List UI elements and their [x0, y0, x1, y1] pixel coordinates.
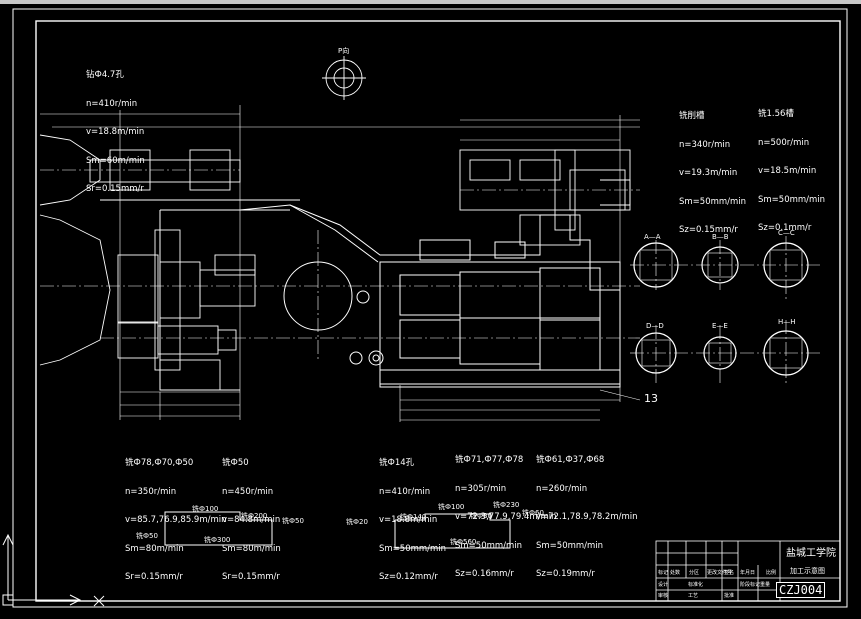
section-views	[633, 242, 809, 376]
main-housing	[159, 204, 621, 391]
title-block-cell: 审核	[658, 593, 669, 599]
window-top-edge	[0, 0, 861, 4]
note-line: 铣削槽	[679, 111, 705, 121]
center-circles	[283, 261, 384, 366]
note-line: 铣Ф50	[222, 458, 249, 468]
note-line: v=19.3m/min	[679, 168, 738, 178]
drawing-code: CZJ004	[776, 582, 826, 598]
note-top-right-b: 铣1.56槽 n=500r/min v=18.5m/min Sm=50mm/mi…	[758, 91, 825, 253]
note-line: v=72.3,77.9,79.4m/min	[455, 512, 557, 522]
note-bottom-1: 铣Ф78,Ф70,Ф50 n=350r/min v=85.7,76.9,85.9…	[125, 440, 227, 602]
sketch2-label-a: 铣Ф20	[346, 518, 368, 526]
note-line: Sm=50mm/min	[379, 543, 447, 554]
note-line: n=410r/min	[379, 486, 431, 497]
title-block-cell: 重量	[760, 582, 771, 588]
sketch2-label-c: 铣Ф100	[438, 503, 465, 511]
sketch2-label-b: 铣Ф140	[400, 513, 427, 521]
title-block-cell: 比例	[766, 570, 777, 576]
note-line: Sm=80m/min	[222, 543, 281, 554]
sketch1-label-e: 铣Ф300	[204, 536, 231, 544]
sketch2-label-f: 铣Ф60	[522, 509, 544, 517]
title-block-drawing-name: 加工示意图	[790, 567, 825, 575]
note-line: n=450r/min	[222, 486, 274, 497]
section-label-bb: B—B	[712, 233, 729, 241]
note-line: Sm=50mm/min	[536, 540, 604, 551]
note-line: Sm=50mm/min	[758, 194, 826, 205]
note-line: n=350r/min	[125, 486, 177, 497]
note-line: n=260r/min	[536, 483, 588, 494]
upper-right-spindle	[459, 149, 631, 246]
note-line: n=305r/min	[455, 483, 507, 494]
sketch1-label-a: 铣Ф100	[192, 505, 219, 513]
title-block-cell: 处数	[670, 570, 681, 576]
note-line: 铣Ф61,Ф37,Ф68	[536, 455, 605, 465]
section-label-ee: E—E	[712, 322, 728, 330]
title-block-cell: 批准	[724, 593, 735, 599]
title-block-cell: 标准化	[688, 582, 704, 588]
note-line: v=18.8m/min	[379, 515, 438, 525]
section-label-cc: C—C	[778, 229, 795, 237]
sketch2-label-e: 铣Ф230	[493, 501, 520, 509]
note-line: Sz=0.12mm/r	[379, 572, 438, 582]
note-line: Sm=80m/min	[125, 543, 184, 554]
note-line: n=340r/min	[679, 139, 731, 150]
note-line: n=500r/min	[758, 137, 810, 148]
title-block-cell: 标记	[658, 570, 669, 576]
note-line: 铣Ф71,Ф77,Ф78	[455, 455, 524, 465]
left-spindle-assembly	[39, 134, 300, 391]
sketch2-label-g: 铣Ф560	[450, 538, 477, 546]
section-label-dd: D—D	[646, 322, 664, 330]
note-line: Sr=0.15mm/r	[222, 572, 280, 582]
note-line: v=18.5m/min	[758, 166, 817, 176]
note-line: v=85.7,76.9,85.9m/min	[125, 515, 227, 525]
part-number-label: 13	[644, 392, 658, 405]
inner-border	[35, 20, 841, 602]
note-line: v=84.8m/min	[222, 515, 281, 525]
note-line: Sm=50mm/min	[679, 196, 747, 207]
note-line: 铣1.56槽	[758, 109, 794, 119]
sketch1-label-d: 铣Ф50	[136, 532, 158, 540]
note-line: Sr=0.15mm/r	[125, 572, 183, 582]
ucs-icon	[2, 533, 105, 607]
title-block-school: 盐城工学院	[786, 548, 836, 559]
sketch1-label-c: 铣Ф50	[282, 517, 304, 525]
note-line: 铣Ф14孔	[379, 458, 415, 468]
note-line: v=72.1,78.9,78.2m/min	[536, 512, 638, 522]
note-line: Sm=50mm/min	[455, 540, 523, 551]
note-bottom-4: 铣Ф71,Ф77,Ф78 n=305r/min v=72.3,77.9,79.4…	[455, 437, 557, 599]
title-block-cell: 工艺	[688, 593, 699, 599]
note-line: Sr=0.15mm/r	[86, 184, 144, 194]
sketch2-label-d: 铣Ф80	[470, 512, 492, 520]
title-block-cell: 分区	[689, 570, 700, 576]
note-top-right-a: 铣削槽 n=340r/min v=19.3m/min Sm=50mm/min S…	[679, 93, 746, 255]
title-block-cell: 阶段标记	[740, 582, 761, 588]
section-label-aa: A—A	[644, 233, 661, 241]
title-block-cell: 更改文件号	[707, 570, 733, 576]
note-bottom-5: 铣Ф61,Ф37,Ф68 n=260r/min v=72.1,78.9,78.2…	[536, 437, 638, 599]
note-top-left: 钻Ф4.7孔 n=410r/min v=18.8m/min Sm=60m/min…	[86, 52, 145, 214]
title-block-cell: 年月日	[740, 570, 756, 576]
title-block-cell: 签名	[724, 570, 735, 576]
bottom-sketches	[164, 511, 511, 549]
note-line: Sz=0.19mm/r	[536, 569, 595, 579]
note-bottom-2: 铣Ф50 n=450r/min v=84.8m/min Sm=80m/min S…	[222, 440, 281, 602]
p-view-label: P向	[338, 47, 350, 55]
title-block-cell: 设计	[658, 582, 669, 588]
p-view-detail	[322, 56, 366, 100]
note-line: Sm=60m/min	[86, 155, 145, 166]
outer-border	[12, 8, 848, 608]
sketch1-label-b: 铣Ф200	[241, 512, 268, 520]
note-line: Sz=0.15mm/r	[679, 225, 738, 235]
section-label-hh: H—H	[778, 318, 796, 326]
note-line: Sz=0.16mm/r	[455, 569, 514, 579]
note-line: v=18.8m/min	[86, 127, 145, 137]
note-bottom-3: 铣Ф14孔 n=410r/min v=18.8m/min Sm=50mm/min…	[379, 440, 446, 602]
note-line: 铣Ф78,Ф70,Ф50	[125, 458, 194, 468]
note-line: 钻Ф4.7孔	[86, 70, 124, 80]
note-line: n=410r/min	[86, 98, 138, 109]
note-line: Sz=0.1mm/r	[758, 223, 812, 233]
